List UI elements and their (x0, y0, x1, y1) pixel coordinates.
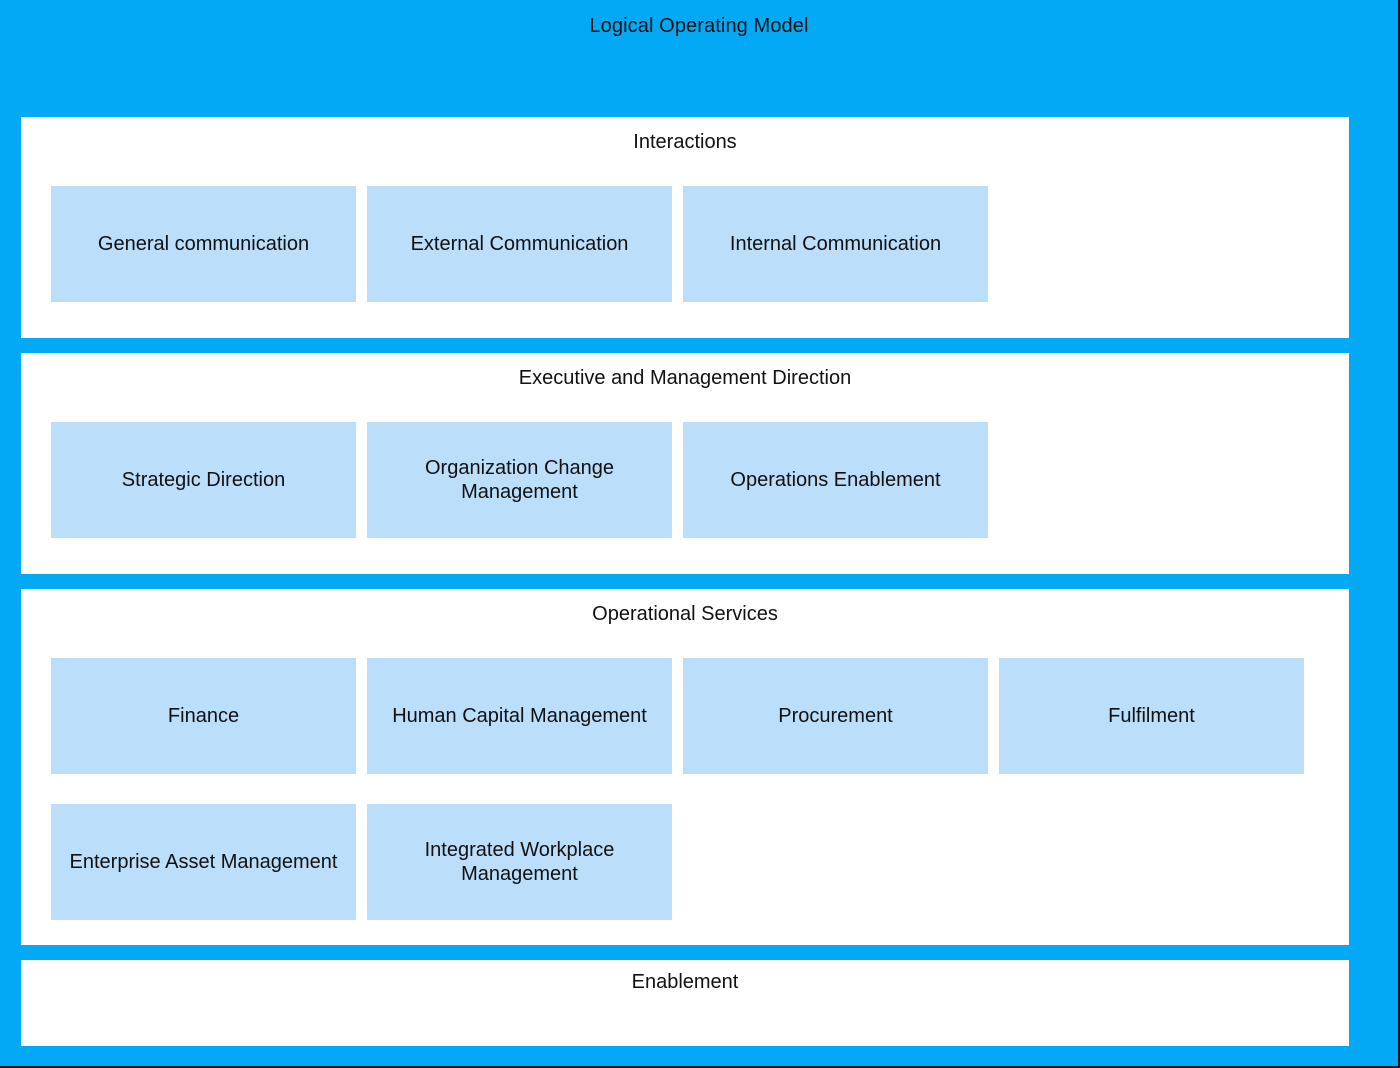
section-executive-management-direction: Executive and Management Direction Strat… (21, 353, 1349, 574)
diagram-title: Logical Operating Model (589, 15, 809, 37)
section-operational-services: Operational Services Finance Human Capit… (21, 589, 1349, 945)
box-fulfilment[interactable]: Fulfilment (999, 658, 1304, 774)
box-human-capital-management[interactable]: Human Capital Management (367, 658, 672, 774)
box-strategic-direction[interactable]: Strategic Direction (51, 422, 356, 538)
section-title: Operational Services (592, 603, 778, 625)
section-title: Executive and Management Direction (518, 367, 852, 389)
section-enablement: Enablement (21, 960, 1349, 1046)
box-organization-change-management[interactable]: Organization Change Management (367, 422, 672, 538)
box-enterprise-asset-management[interactable]: Enterprise Asset Management (51, 804, 356, 920)
box-finance[interactable]: Finance (51, 658, 356, 774)
section-interactions: Interactions General communication Exter… (21, 117, 1349, 338)
box-integrated-workplace-management[interactable]: Integrated Workplace Management (367, 804, 672, 920)
box-external-communication[interactable]: External Communication (367, 186, 672, 302)
section-title: Enablement (631, 971, 739, 993)
box-internal-communication[interactable]: Internal Communication (683, 186, 988, 302)
section-title: Interactions (633, 131, 737, 153)
box-general-communication[interactable]: General communication (51, 186, 356, 302)
box-procurement[interactable]: Procurement (683, 658, 988, 774)
box-operations-enablement[interactable]: Operations Enablement (683, 422, 988, 538)
